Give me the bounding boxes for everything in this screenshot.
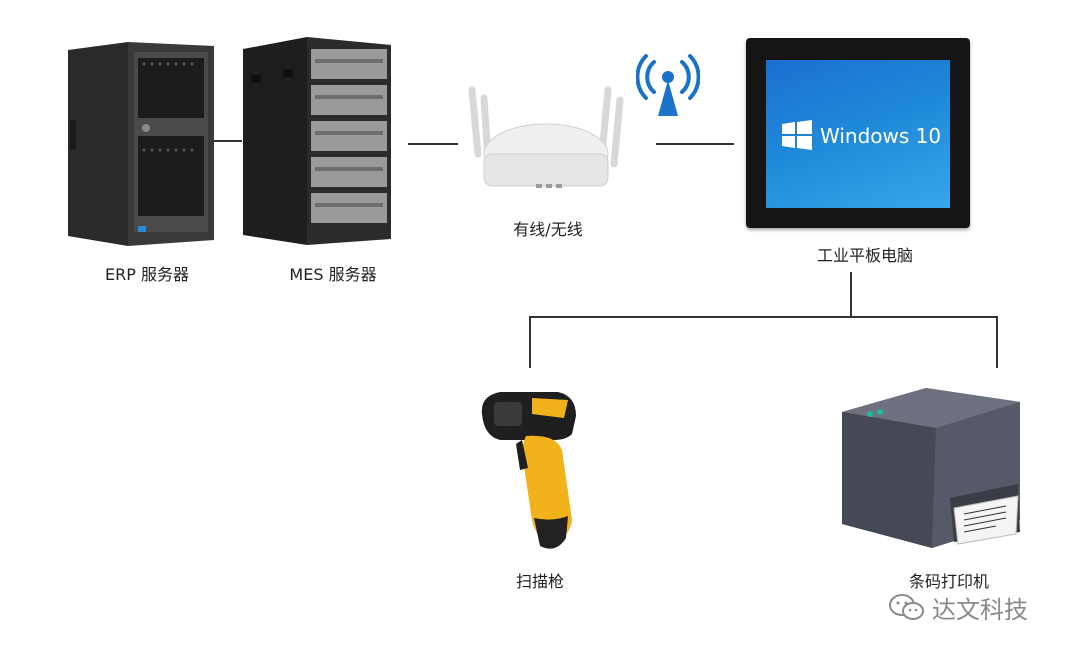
watermark: 达文科技 xyxy=(888,590,1028,625)
router-icon xyxy=(458,84,634,200)
watermark-text: 达文科技 xyxy=(932,596,1028,624)
link-router-tablet xyxy=(656,143,734,145)
link-branch-horizontal xyxy=(529,316,997,318)
link-tablet-down xyxy=(850,272,852,316)
link-erp-mes xyxy=(214,140,242,142)
wifi-signal-icon xyxy=(636,52,700,118)
windows-logo-icon xyxy=(782,120,812,150)
tablet-icon: Windows 10 xyxy=(746,38,970,228)
scanner-icon xyxy=(476,388,586,554)
link-branch-printer xyxy=(996,316,998,368)
tablet-label: 工业平板电脑 xyxy=(816,246,913,265)
printer-icon xyxy=(836,388,1026,556)
erp-server-label: ERP 服务器 xyxy=(105,265,189,284)
mes-server-label: MES 服务器 xyxy=(289,265,377,284)
tablet-screen: Windows 10 xyxy=(766,60,950,208)
link-mes-router xyxy=(408,143,458,145)
erp-server-icon xyxy=(68,40,216,246)
scanner-label: 扫描枪 xyxy=(515,572,564,591)
router-label: 有线/无线 xyxy=(513,220,583,239)
mes-server-icon xyxy=(243,35,393,245)
wechat-icon xyxy=(889,593,924,620)
link-branch-scanner xyxy=(529,316,531,368)
windows-label: Windows 10 xyxy=(820,124,942,148)
printer-label: 条码打印机 xyxy=(908,572,989,591)
